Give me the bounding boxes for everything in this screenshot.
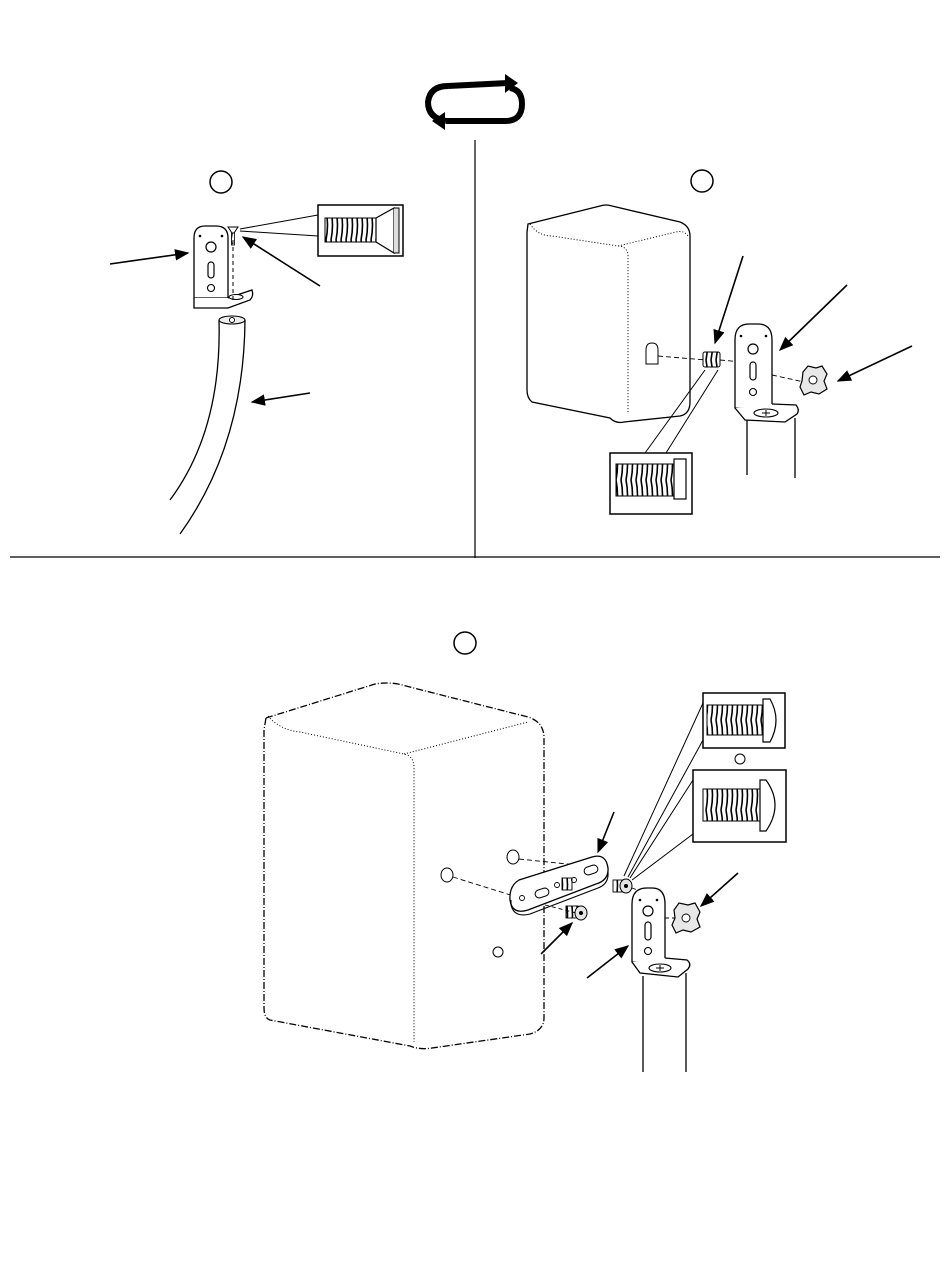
arrow-to-pole — [252, 393, 310, 402]
callout-circle-a — [493, 947, 503, 957]
stand-pole-large — [643, 973, 686, 1072]
callout-circle-b — [735, 754, 745, 764]
arrow-to-bracket-3 — [587, 946, 628, 978]
step-2-marker — [691, 170, 713, 192]
pan-head-screw-detail-box — [703, 693, 785, 748]
socket-screw-lower — [545, 905, 587, 920]
threaded-stud — [703, 352, 720, 367]
panel-3 — [264, 683, 786, 1072]
plate-stud — [562, 878, 572, 890]
stand-pole-upright — [747, 418, 795, 478]
star-knob-large — [665, 903, 700, 933]
star-knob — [772, 366, 827, 395]
l-bracket-mounted — [735, 324, 798, 422]
arrow-to-bracket-2 — [780, 285, 847, 350]
arrow-to-lower-screw — [541, 923, 572, 954]
arrow-to-plate — [598, 812, 614, 852]
step-3-marker — [454, 632, 476, 654]
panel-2 — [527, 205, 912, 514]
arrow-to-knob-3 — [701, 873, 738, 906]
screw-detail-box — [240, 205, 403, 256]
step-1-marker — [210, 171, 232, 193]
speaker-cabinet-large — [264, 683, 596, 1049]
arrow-to-bracket — [110, 253, 188, 264]
l-bracket-large — [632, 888, 690, 977]
flat-head-screw — [228, 227, 238, 245]
repeat-cycle-icon — [428, 74, 522, 130]
speaker-cabinet-small — [527, 205, 706, 423]
detail-leader-lines — [624, 703, 703, 880]
arrow-to-knob — [838, 346, 912, 381]
socket-screw-detail-box — [693, 770, 786, 842]
arrow-to-screw — [243, 237, 320, 286]
panel-1 — [110, 205, 403, 534]
stand-pole — [170, 316, 245, 534]
